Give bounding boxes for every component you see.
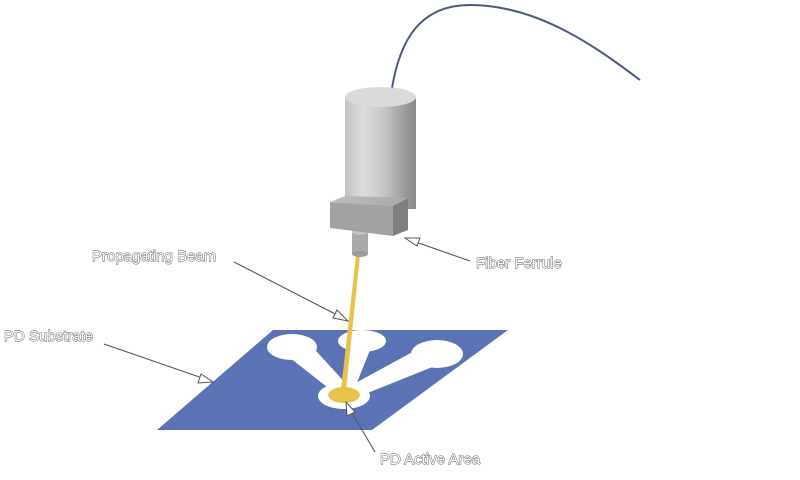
- label-fiber-ferrule: Fiber Ferrule: [476, 255, 562, 272]
- arrow-pd-active-area: [345, 400, 376, 453]
- fiber-ferrule: [330, 87, 416, 236]
- pd-active-area: [328, 387, 360, 403]
- fiber-cable: [391, 3, 641, 89]
- propagating-beam: [341, 256, 360, 390]
- label-propagating-beam: Propagating Beam: [92, 248, 216, 265]
- arrow-pd-substrate: [103, 343, 215, 384]
- label-pd-substrate: PD Substrate: [4, 328, 93, 345]
- arrow-propagating-beam: [233, 261, 350, 322]
- label-pd-active-area: PD Active Area: [380, 451, 481, 468]
- arrow-fiber-ferrule: [403, 237, 471, 262]
- ferrule-tip: [352, 229, 368, 257]
